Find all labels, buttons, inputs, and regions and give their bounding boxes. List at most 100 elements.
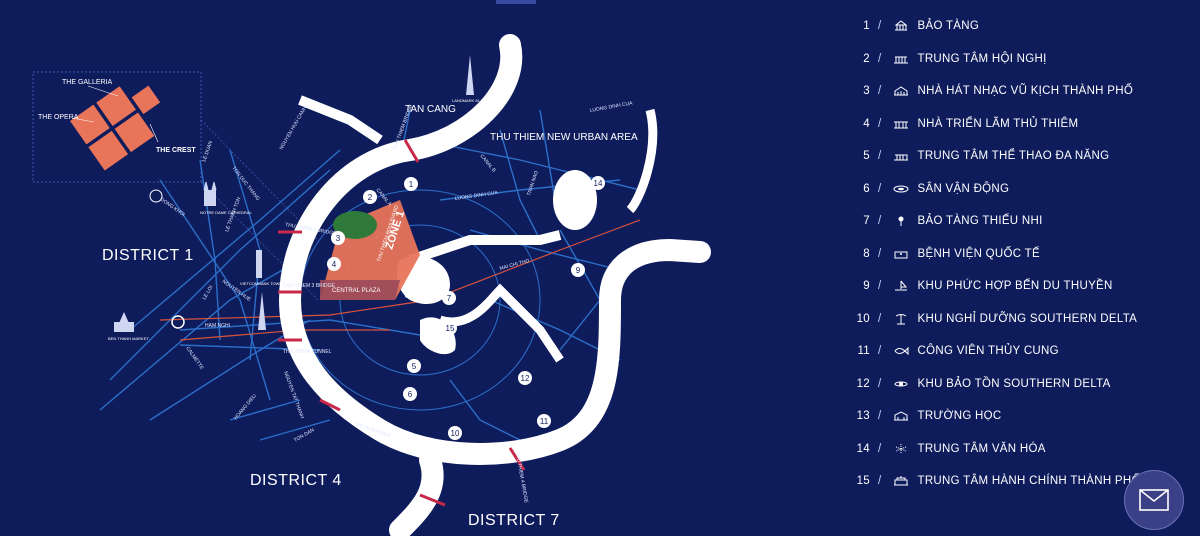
map-pin-2[interactable]: 2: [363, 190, 377, 204]
street-nguyen-tat-thanh: NGUYEN TAT THANH: [282, 371, 305, 420]
inset-crest-label: THE CREST: [156, 147, 196, 154]
ben-thanh-label: BEN THANH MARKET: [108, 336, 149, 341]
pin-circle: [404, 177, 418, 191]
pin-number: 2: [368, 193, 373, 202]
pin-circle: [448, 426, 462, 440]
legend-number: 13: [856, 410, 870, 423]
legend-item[interactable]: 12/KHU BẢO TỒN SOUTHERN DELTA: [848, 368, 1188, 401]
zone-1: ZONE 1 THU THIEM BOULEVARD CENTRAL PLAZA: [320, 200, 420, 300]
map-pin-4[interactable]: 4: [327, 257, 341, 271]
street-le-duan: LE DUAN: [201, 140, 214, 163]
legend-item[interactable]: 2/TRUNG TÂM HỘI NGHỊ: [848, 43, 1188, 76]
legend-number: 4: [863, 117, 870, 130]
legend-item[interactable]: 10/KHU NGHỈ DƯỠNG SOUTHERN DELTA: [848, 303, 1188, 336]
pin-number: 4: [332, 260, 337, 269]
notre-dame-label: NOTRE DAME CATHEDRAL: [200, 210, 252, 215]
bridge-6: [419, 493, 446, 507]
convention-center-icon: [892, 53, 910, 65]
legend-separator: /: [878, 442, 882, 455]
pin-circle: [537, 414, 551, 428]
bridge-thu-thiem: [403, 139, 420, 163]
vietcombank-tower-icon: VIETCOMBANK TOWER: [240, 250, 285, 286]
legend-item[interactable]: 8/BỆNH VIỆN QUỐC TẾ: [848, 238, 1188, 271]
legend-item[interactable]: 15/TRUNG TÂM HÀNH CHÍNH THÀNH PHỐ: [848, 465, 1188, 498]
legend-item[interactable]: 9/KHU PHỨC HỢP BẾN DU THUYỀN: [848, 270, 1188, 303]
hospital-icon: [892, 248, 910, 260]
legend-item[interactable]: 14 / TRUNG TÂM VĂN HÓA: [848, 433, 1188, 466]
inset-galleria-label: THE GALLERIA: [62, 79, 113, 86]
street-luong-dinh-cua-2: LUONG DINH CUA: [589, 100, 633, 114]
opera-house-icon: [892, 85, 910, 97]
pin-circle: [442, 291, 456, 305]
sports-center-icon: [892, 150, 910, 162]
pin-number: 5: [412, 362, 417, 371]
legend-label: NHÀ TRIỂN LÃM THỦ THIÊM: [917, 117, 1079, 130]
landmarks: LANDMARK 81 TOWER NOTRE DAME CATHEDRAL B…: [108, 55, 496, 341]
legend-number: 2: [863, 52, 870, 65]
legend-label: KHU NGHỈ DƯỠNG SOUTHERN DELTA: [917, 312, 1138, 325]
legend-number: 6: [863, 182, 870, 195]
roundabout-icon: [149, 189, 163, 203]
legend-separator: /: [878, 377, 882, 390]
legend-separator: /: [878, 20, 882, 33]
legend-number: 8: [863, 247, 870, 260]
legend-number: 10: [856, 312, 870, 325]
pin-circle: [571, 263, 585, 277]
legend-item[interactable]: 5/TRUNG TÂM THỂ THAO ĐA NĂNG: [848, 140, 1188, 173]
district-1-label: DISTRICT 1: [102, 247, 194, 264]
inset-panel: THE GALLERIA THE OPERA THE CREST: [32, 71, 319, 301]
legend-item[interactable]: 3/NHÀ HÁT NHẠC VŨ KỊCH THÀNH PHỐ: [848, 75, 1188, 108]
street-hoang-dieu: HOANG DIEU: [233, 393, 258, 421]
map-pin-6[interactable]: 6: [403, 387, 417, 401]
map-pin-14[interactable]: 14: [591, 176, 605, 190]
legend-item[interactable]: 4/NHÀ TRIỂN LÃM THỦ THIÊM: [848, 108, 1188, 141]
street-dong-khoi: DONG KHOI: [159, 197, 186, 218]
street-ham-nghi: HAM NGHI: [205, 323, 230, 329]
legend-item[interactable]: 1/BẢO TÀNG: [848, 10, 1188, 43]
pin-number: 12: [521, 374, 530, 383]
vietcombank-label: VIETCOMBANK TOWER: [240, 281, 285, 286]
map-pin-10[interactable]: 10: [448, 426, 462, 440]
pin-circle: [331, 231, 345, 245]
map-pin-11[interactable]: 11: [537, 414, 551, 428]
legend-separator: /: [878, 150, 882, 163]
legend-number: 14: [856, 442, 870, 455]
bridges: [278, 139, 526, 507]
legend-label: TRUNG TÂM VĂN HÓA: [917, 442, 1046, 455]
street-nguyen-huu-canh: NGUYEN HUU CANH: [279, 105, 309, 151]
legend-item[interactable]: 6/SÂN VẬN ĐỘNG: [848, 173, 1188, 206]
map-pin-5[interactable]: 5: [407, 359, 421, 373]
pin-number: 11: [540, 417, 549, 426]
ben-thanh-market-icon: BEN THANH MARKET: [108, 312, 149, 341]
legend-number: 9: [863, 280, 870, 293]
legend-item[interactable]: 11/CÔNG VIÊN THỦY CUNG: [848, 335, 1188, 368]
pin-circle: [327, 257, 341, 271]
map-pin-15[interactable]: 15: [443, 321, 457, 335]
legend-item[interactable]: 7/BẢO TÀNG THIẾU NHI: [848, 205, 1188, 238]
map-pin-3[interactable]: 3: [331, 231, 345, 245]
pin-number: 7: [447, 294, 452, 303]
legend-label: BẢO TÀNG: [917, 20, 980, 33]
exhibition-hall-icon: [892, 118, 910, 130]
top-tab[interactable]: [496, 0, 536, 4]
legend-label: NHÀ HÁT NHẠC VŨ KỊCH THÀNH PHỐ: [917, 85, 1134, 98]
legend-separator: /: [878, 85, 882, 98]
contact-button[interactable]: [1124, 470, 1184, 530]
pin-circle: [591, 176, 605, 190]
legend-label: BỆNH VIỆN QUỐC TẾ: [917, 247, 1040, 260]
area-map: THE GALLERIA THE OPERA THE CREST: [32, 34, 711, 536]
legend-item[interactable]: 13/TRƯỜNG HỌC: [848, 400, 1188, 433]
tan-cang-label: TAN CANG: [405, 104, 456, 115]
map-pin-12[interactable]: 12: [518, 371, 532, 385]
district-7-label: DISTRICT 7: [468, 512, 560, 529]
map-pin-1[interactable]: 1: [404, 177, 418, 191]
river-lower: [389, 449, 444, 536]
bridge-4: [319, 398, 341, 412]
map-pin-7[interactable]: 7: [442, 291, 456, 305]
legend-label: TRUNG TÂM HÀNH CHÍNH THÀNH PHỐ: [917, 475, 1141, 488]
legend-separator: /: [878, 410, 882, 423]
canal-west: [298, 95, 383, 145]
pin-circle: [403, 387, 417, 401]
map-pin-9[interactable]: 9: [571, 263, 585, 277]
street-luong-dinh-cua: LUONG DINH CUA: [454, 190, 498, 202]
